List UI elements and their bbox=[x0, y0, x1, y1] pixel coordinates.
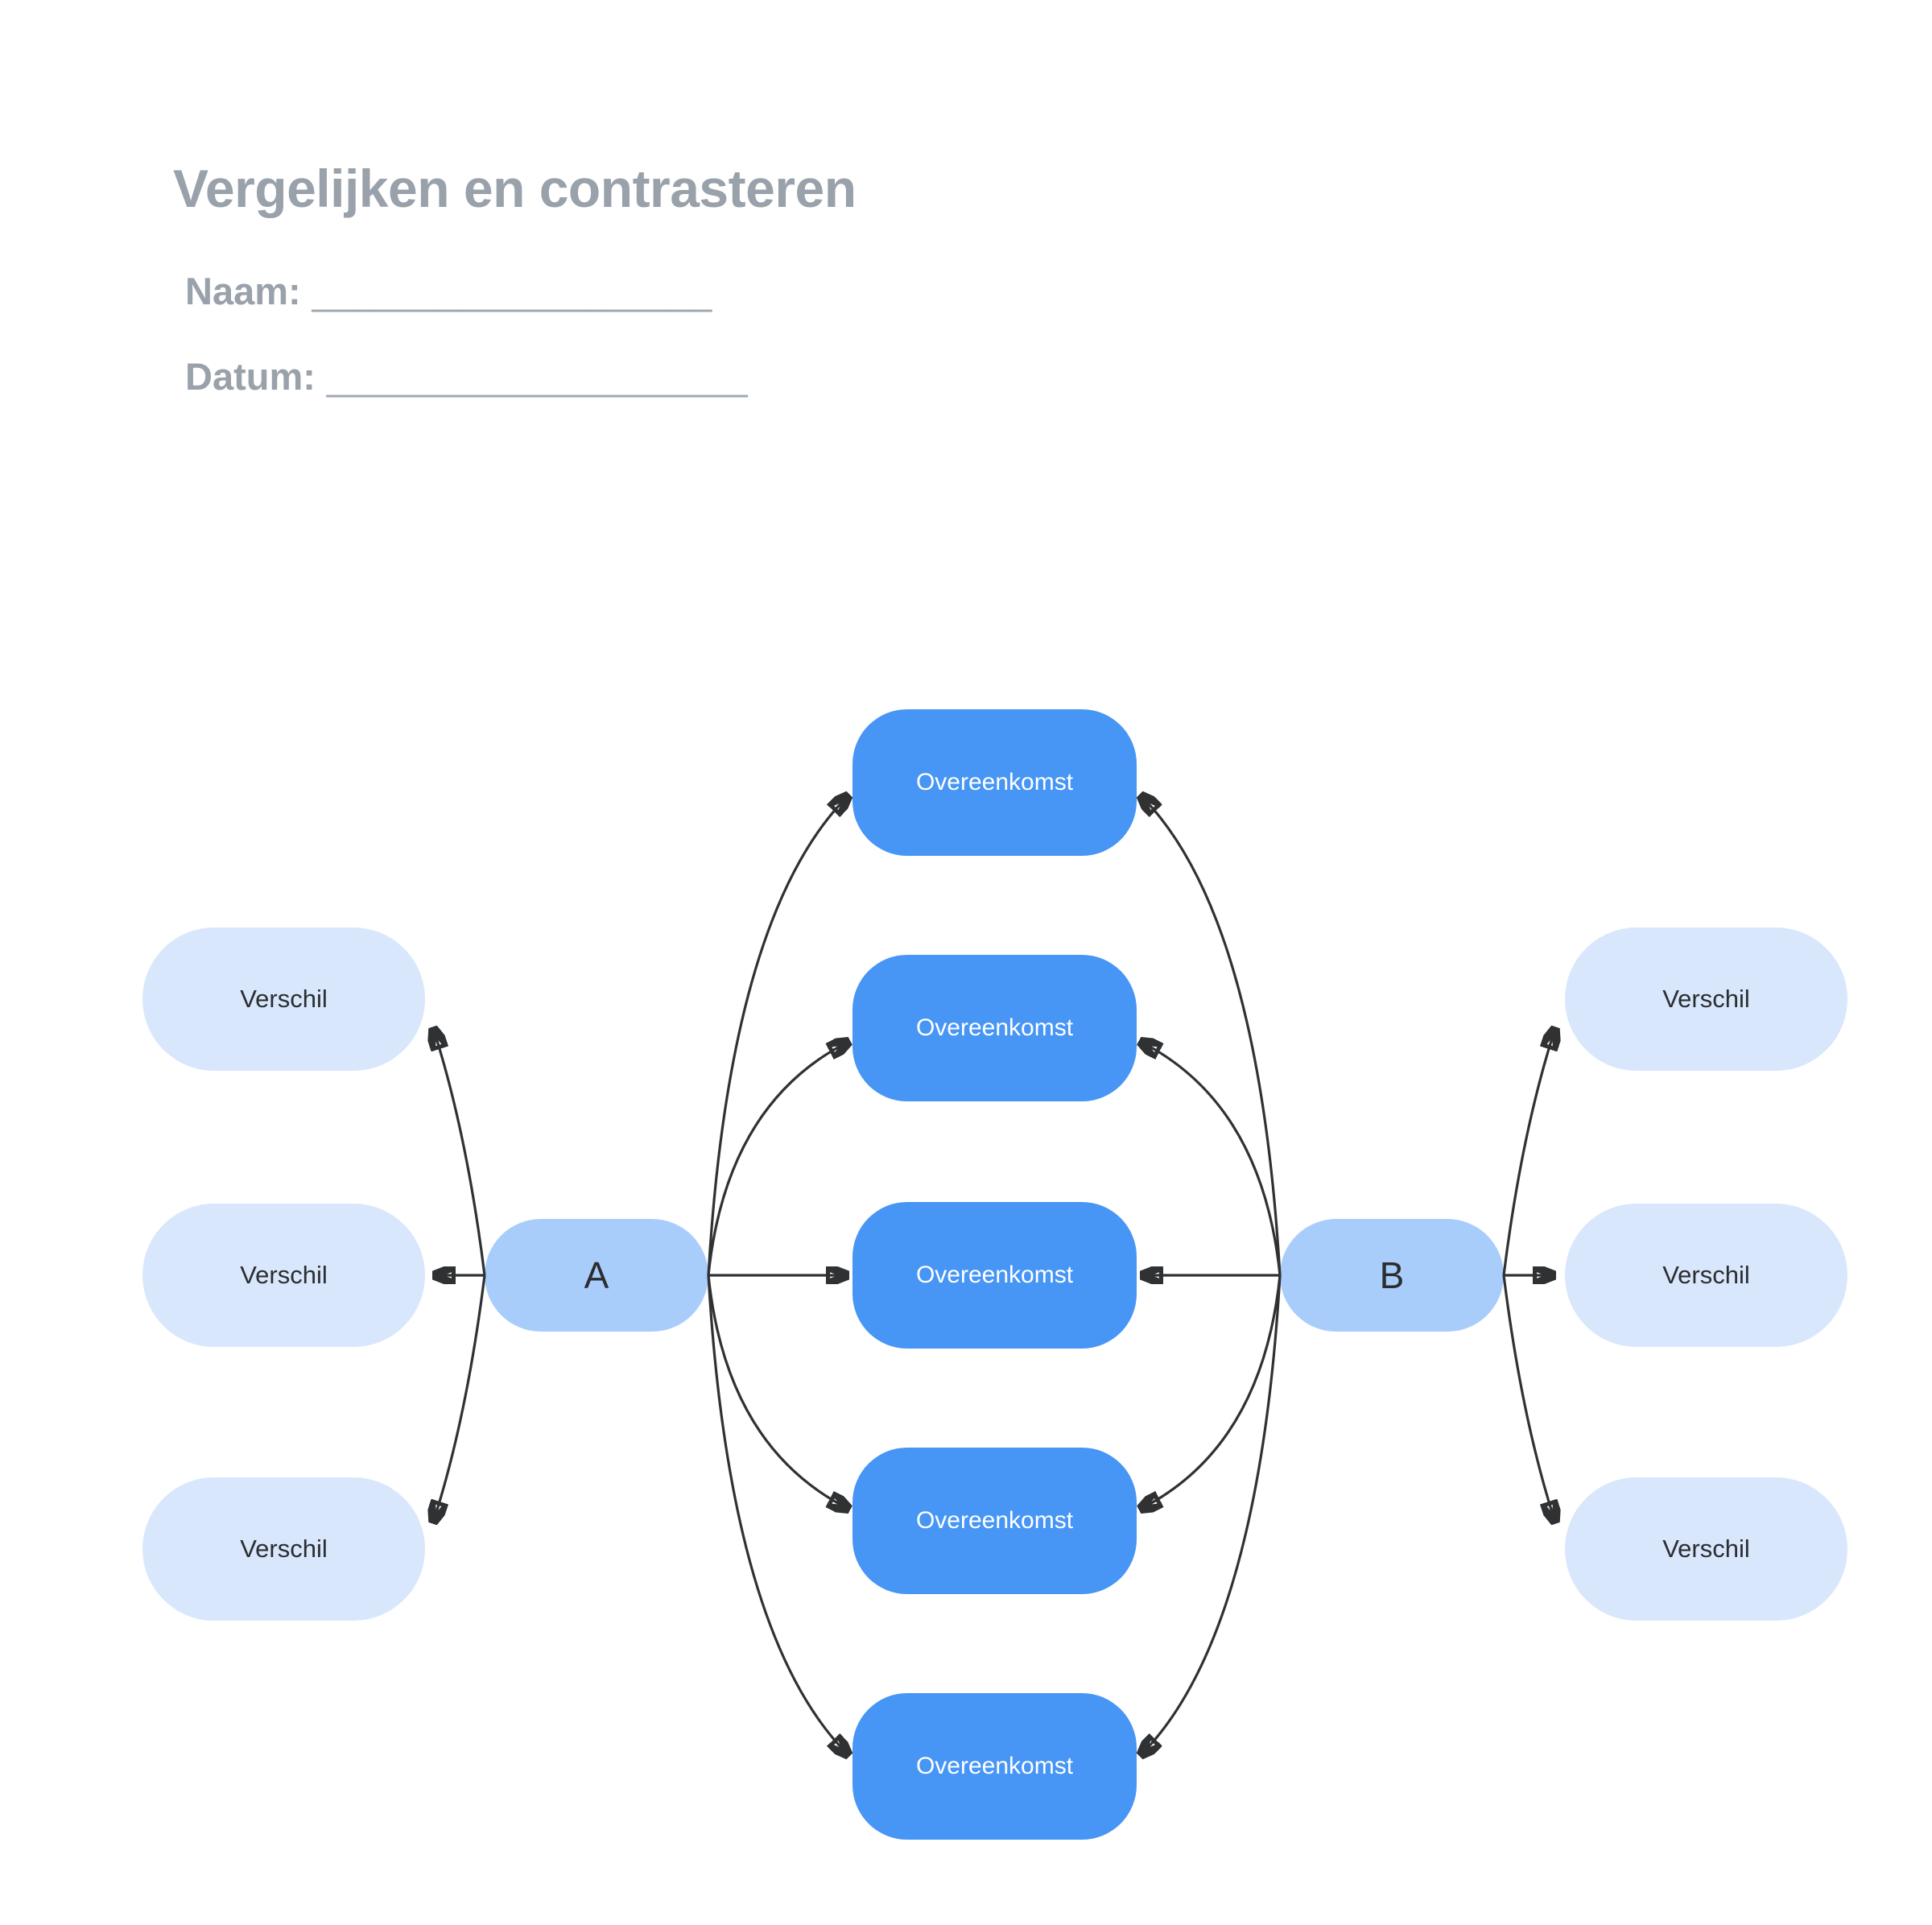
name-field-row: Naam: ___________________ bbox=[185, 269, 712, 313]
similarity-node-2[interactable]: Overeenkomst bbox=[852, 955, 1137, 1101]
connector-b-to-similarity-5 bbox=[1142, 1274, 1282, 1754]
difference-node-right-3[interactable]: Verschil bbox=[1565, 1477, 1847, 1621]
connector-a-to-similarity-5 bbox=[707, 1274, 847, 1754]
subject-b-node[interactable]: B bbox=[1280, 1219, 1504, 1332]
connector-a-to-similarity-4 bbox=[707, 1274, 847, 1508]
connector-a-to-difference-3 bbox=[434, 1274, 486, 1520]
difference-node-right-2[interactable]: Verschil bbox=[1565, 1204, 1847, 1347]
similarity-node-5[interactable]: Overeenkomst bbox=[852, 1693, 1137, 1840]
date-blank-line: ____________________ bbox=[326, 355, 748, 398]
page-title: Vergelijken en contrasteren bbox=[173, 159, 857, 218]
difference-node-left-3[interactable]: Verschil bbox=[142, 1477, 425, 1621]
connector-a-to-similarity-2 bbox=[707, 1043, 847, 1276]
connector-b-to-similarity-2 bbox=[1142, 1043, 1282, 1276]
date-label: Datum: bbox=[185, 355, 316, 398]
connector-b-to-similarity-4 bbox=[1142, 1274, 1282, 1508]
difference-node-left-2[interactable]: Verschil bbox=[142, 1204, 425, 1347]
difference-node-left-1[interactable]: Verschil bbox=[142, 927, 425, 1071]
name-label: Naam: bbox=[185, 270, 301, 312]
connector-b-to-similarity-1 bbox=[1142, 797, 1282, 1276]
connector-b-to-difference-1 bbox=[1502, 1031, 1554, 1276]
similarity-node-3[interactable]: Overeenkomst bbox=[852, 1202, 1137, 1349]
date-field-row: Datum:____________________ bbox=[185, 354, 748, 399]
connector-a-to-difference-1 bbox=[434, 1031, 486, 1276]
similarity-node-4[interactable]: Overeenkomst bbox=[852, 1448, 1137, 1594]
name-blank-line: ___________________ bbox=[312, 270, 712, 312]
difference-node-right-1[interactable]: Verschil bbox=[1565, 927, 1847, 1071]
connector-b-to-difference-3 bbox=[1502, 1274, 1554, 1520]
connector-a-to-similarity-1 bbox=[707, 797, 847, 1276]
similarity-node-1[interactable]: Overeenkomst bbox=[852, 709, 1137, 856]
subject-a-node[interactable]: A bbox=[485, 1219, 708, 1332]
